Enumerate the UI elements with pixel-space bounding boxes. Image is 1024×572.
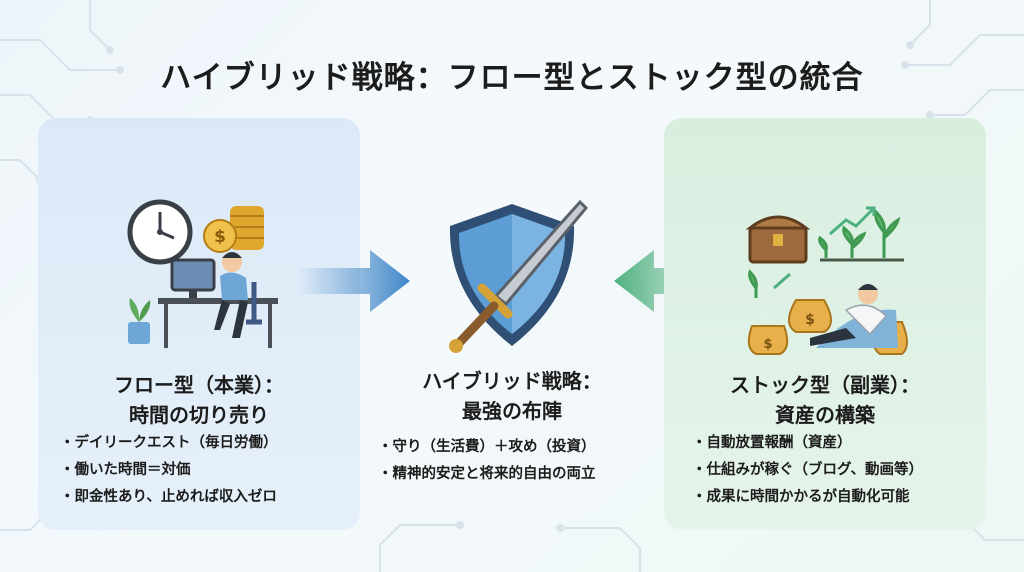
svg-text:$: $	[763, 337, 772, 352]
arrow-right-icon	[298, 250, 410, 312]
potted-plant-icon	[128, 298, 151, 344]
stock-title-line2: 資産の構築	[775, 403, 875, 427]
relaxing-investor-illustration: $ $ $	[746, 206, 908, 355]
list-item: デイリークエスト（毎日労働）	[60, 430, 278, 457]
svg-text:$: $	[805, 312, 815, 328]
coin-stack-icon: $	[203, 206, 264, 253]
treasure-chest-icon	[746, 215, 811, 264]
hybrid-title-line1: ハイブリッド戦略：	[422, 369, 602, 393]
stock-list: 自動放置報酬（資産） 仕組みが稼ぐ（ブログ、動画等） 成果に時間かかるが自動化可…	[692, 430, 923, 511]
flow-panel: $ フロー型（本業）： 時間の切り売り デイリークエスト（毎日労働） 働いた時間…	[38, 118, 360, 530]
clock-icon	[127, 199, 193, 265]
shield-sword-icon	[449, 199, 589, 353]
growth-plants-icon	[818, 206, 904, 262]
office-worker-illustration: $	[127, 199, 278, 348]
list-item: 仕組みが稼ぐ（ブログ、動画等）	[692, 457, 923, 484]
hybrid-title-line2: 最強の布陣	[462, 399, 562, 423]
flow-list: デイリークエスト（毎日労働） 働いた時間＝対価 即金性あり、止めれば収入ゼロ	[60, 430, 278, 511]
stock-panel: $ $ $ ストック型（副業）： 資産の構築 自動放置報酬（資産） 仕組みが稼ぐ…	[664, 118, 986, 530]
list-item: 自動放置報酬（資産）	[692, 430, 923, 457]
stock-title-line1: ストック型（副業）：	[730, 373, 920, 397]
flow-title-line1: フロー型（本業）：	[114, 373, 284, 397]
list-item: 成果に時間かかるが自動化可能	[692, 484, 923, 511]
page-title: ハイブリッド戦略：フロー型とストック型の統合	[160, 60, 864, 96]
svg-text:$: $	[214, 227, 226, 247]
flow-title-line2: 時間の切り売り	[129, 403, 269, 427]
hybrid-list: 守り（生活費）＋攻め（投資） 精神的安定と将来的自由の両立	[378, 434, 596, 488]
list-item: 即金性あり、止めれば収入ゼロ	[60, 484, 278, 511]
list-item: 精神的安定と将来的自由の両立	[378, 461, 596, 488]
list-item: 働いた時間＝対価	[60, 457, 278, 484]
list-item: 守り（生活費）＋攻め（投資）	[378, 434, 596, 461]
